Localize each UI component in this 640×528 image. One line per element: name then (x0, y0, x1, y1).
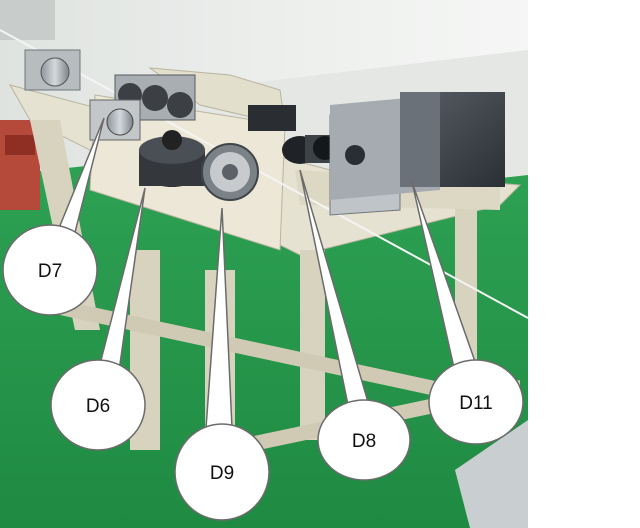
callout-pointers (49, 117, 480, 429)
machine-components (24, 49, 505, 216)
callout-d11: D11 (428, 359, 524, 445)
callout-d7: D7 (2, 224, 98, 316)
callout-d8: D8 (317, 399, 411, 481)
callout-label-d7: D7 (38, 261, 62, 282)
callout-label-d8: D8 (352, 431, 376, 452)
callout-label-d6: D6 (86, 396, 110, 417)
callout-label-d11: D11 (459, 393, 492, 414)
callout-d6: D6 (50, 359, 146, 451)
callout-label-d9: D9 (210, 463, 234, 484)
callout-d9: D9 (174, 423, 270, 521)
